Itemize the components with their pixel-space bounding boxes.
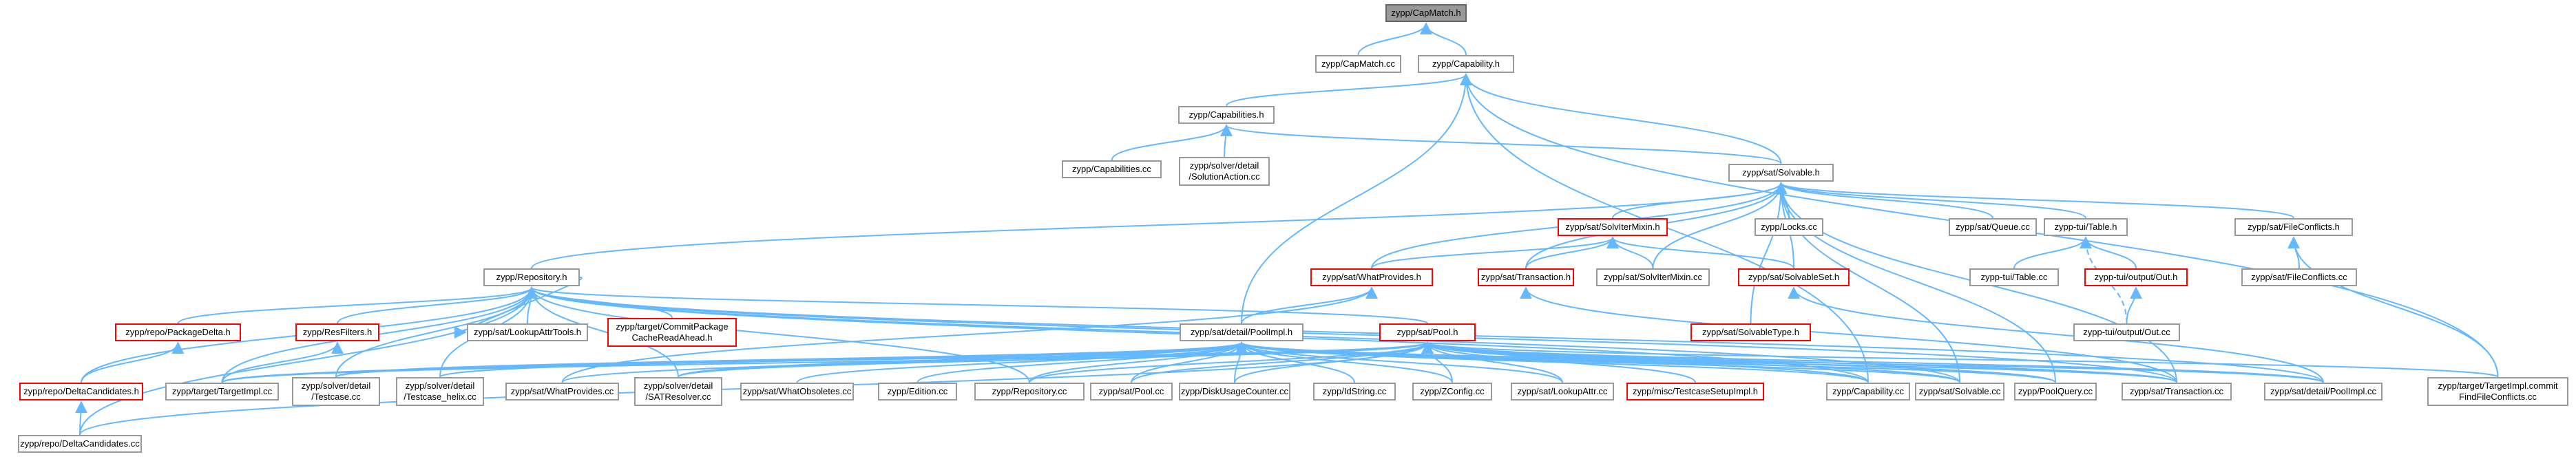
graph-node-zypp-capabilities-h[interactable]: zypp/Capabilities.h — [1178, 106, 1275, 124]
dependency-edge — [2287, 236, 2499, 378]
graph-node-zypp-locks-cc[interactable]: zypp/Locks.cc — [1755, 218, 1823, 236]
dependency-edge — [177, 286, 538, 324]
dependency-edge — [1371, 236, 1619, 269]
graph-node-zypp-sat-whatprovides-h[interactable]: zypp/sat/WhatProvides.h — [1310, 268, 1433, 286]
dependency-edge — [678, 341, 1434, 378]
dependency-edge — [1235, 341, 1453, 383]
graph-node-zypp-solver-detail-solutionaction-cc[interactable]: zypp/solver/detail /SolutionAction.cc — [1179, 157, 1270, 186]
dependency-edge — [1420, 22, 1467, 56]
graph-node-zypp-sat-lookupattr-cc[interactable]: zypp/sat/LookupAttr.cc — [1511, 383, 1614, 400]
dependency-edge — [1421, 341, 1869, 383]
graph-node-zypp-sat-solvitermixin-h[interactable]: zypp/sat/SolvIterMixin.h — [1558, 218, 1668, 236]
graph-node-zypp-capability-h[interactable]: zypp/Capability.h — [1418, 55, 1514, 73]
graph-node-zypp-sat-pool-cc[interactable]: zypp/sat/Pool.cc — [1090, 383, 1173, 400]
graph-node-zypp-sat-transaction-cc[interactable]: zypp/sat/Transaction.cc — [2122, 383, 2232, 400]
dependency-edge — [1111, 124, 1233, 161]
graph-node-zypp-sat-detail-poolimpl-cc[interactable]: zypp/sat/detail/PoolImpl.cc — [2264, 383, 2383, 400]
graph-node-zypp-tui-table-h[interactable]: zypp-tui/Table.h — [2044, 218, 2128, 236]
dependency-edge — [796, 341, 1248, 383]
graph-node-zypp-repo-deltacandidates-cc[interactable]: zypp/repo/DeltaCandidates.cc — [18, 435, 142, 453]
graph-node-zypp-sat-solvable-cc[interactable]: zypp/sat/Solvable.cc — [1915, 383, 2004, 400]
dependency-edge — [79, 286, 538, 436]
graph-node-zypp-solver-detail-satresolver-cc[interactable]: zypp/solver/detail /SATResolver.cc — [634, 377, 722, 406]
dependency-edges — [74, 22, 2499, 436]
dependency-edge — [1421, 341, 2324, 383]
dependency-edge — [1460, 73, 1782, 164]
graph-node-zypp-capabilities-cc[interactable]: zypp/Capabilities.cc — [1062, 160, 1162, 178]
graph-node-zypp-target-commitpackage-cachereadahead-h[interactable]: zypp/target/CommitPackage CacheReadAhead… — [607, 318, 737, 347]
dependency-edge — [1241, 73, 1472, 324]
dependency-edge — [335, 341, 1433, 378]
dependency-edge — [1226, 73, 1472, 107]
dependency-edge — [337, 286, 538, 324]
graph-node-zypp-target-targetimpl-cc[interactable]: zypp/target/TargetImpl.cc — [165, 383, 279, 400]
dependency-edge — [74, 400, 87, 436]
graph-node-zypp-idstring-cc[interactable]: zypp/IdString.cc — [1313, 383, 1396, 400]
graph-node-zypp-poolquery-cc[interactable]: zypp/PoolQuery.cc — [2014, 383, 2097, 400]
graph-node-zypp-sat-solvitermixin-cc[interactable]: zypp/sat/SolvIterMixin.cc — [1596, 268, 1710, 286]
graph-node-zypp-solver-detail-testcase-cc[interactable]: zypp/solver/detail /Testcase.cc — [292, 377, 380, 406]
dependency-edge — [1421, 341, 1696, 383]
dependency-edge — [1421, 341, 2056, 383]
dependency-edge — [1774, 182, 1993, 219]
dependency-edge — [81, 341, 185, 383]
graph-node-zypp-repo-deltacandidates-h[interactable]: zypp/repo/DeltaCandidates.h — [19, 383, 143, 400]
graph-node-zypp-sat-pool-h[interactable]: zypp/sat/Pool.h — [1379, 323, 1476, 341]
dependency-edge — [1235, 341, 1355, 383]
dependency-edge — [1357, 22, 1432, 56]
graph-node-zypp-sat-solvabletype-h[interactable]: zypp/sat/SolvableType.h — [1690, 323, 1811, 341]
dependency-edge — [525, 286, 2177, 383]
graph-node-zypp-edition-cc[interactable]: zypp/Edition.cc — [878, 383, 957, 400]
graph-node-zypp-capmatch-cc[interactable]: zypp/CapMatch.cc — [1315, 55, 1401, 73]
dependency-edge — [917, 341, 1248, 383]
graph-node-zypp-capmatch-h: zypp/CapMatch.h — [1385, 4, 1467, 22]
dependency-edge — [1606, 236, 1794, 269]
graph-node-zypp-solver-detail-testcase-helix-cc[interactable]: zypp/solver/detail /Testcase_helix.cc — [396, 377, 484, 406]
dependency-edge — [1774, 182, 2086, 219]
dependency-edge — [1652, 182, 1788, 269]
dependency-edge — [1029, 341, 1434, 383]
dependency-edge — [1750, 182, 1788, 324]
dependency-edge — [1029, 341, 1248, 383]
graph-node-zypp-tui-table-cc[interactable]: zypp-tui/Table.cc — [1969, 268, 2059, 286]
graph-node-zypp-sat-whatprovides-cc[interactable]: zypp/sat/WhatProvides.cc — [505, 383, 619, 400]
dependency-edge — [1422, 341, 2499, 378]
graph-node-zypp-zconfig-cc[interactable]: zypp/ZConfig.cc — [1412, 383, 1492, 400]
dependency-edge — [335, 286, 538, 378]
graph-node-zypp-repository-cc[interactable]: zypp/Repository.cc — [974, 383, 1085, 400]
graph-node-zypp-sat-solvableset-h[interactable]: zypp/sat/SolvableSet.h — [1738, 268, 1850, 286]
dependency-edge — [2013, 236, 2092, 269]
graph-node-zypp-sat-detail-poolimpl-h[interactable]: zypp/sat/detail/PoolImpl.h — [1180, 323, 1303, 341]
graph-node-zypp-tui-output-out-cc[interactable]: zypp-tui/output/Out.cc — [2073, 323, 2180, 341]
graph-node-zypp-diskusagecounter-cc[interactable]: zypp/DiskUsageCounter.cc — [1179, 383, 1290, 400]
graph-node-zypp-target-targetimpl-commit-findfileconflicts-cc[interactable]: zypp/target/TargetImpl.commit FindFileCo… — [2427, 377, 2568, 406]
graph-node-zypp-sat-queue-cc[interactable]: zypp/sat/Queue.cc — [1949, 218, 2037, 236]
dependency-edge — [1520, 286, 2177, 383]
graph-node-zypp-sat-fileconflicts-h[interactable]: zypp/sat/FileConflicts.h — [2234, 218, 2353, 236]
dependency-edge — [1131, 341, 1434, 383]
graph-node-zypp-sat-solvable-h[interactable]: zypp/sat/Solvable.h — [1728, 164, 1834, 182]
graph-node-zypp-resfilters-h[interactable]: zypp/ResFilters.h — [295, 323, 379, 341]
graph-node-zypp-sat-transaction-h[interactable]: zypp/sat/Transaction.h — [1478, 268, 1574, 286]
graph-node-zypp-tui-output-out-h[interactable]: zypp-tui/output/Out.h — [2084, 268, 2188, 286]
dependency-edge — [1774, 182, 2294, 219]
graph-node-zypp-sat-lookupattrtools-h[interactable]: zypp/sat/LookupAttrTools.h — [467, 323, 588, 341]
dependency-edge — [1241, 286, 1378, 324]
graph-node-zypp-capability-cc[interactable]: zypp/Capability.cc — [1826, 383, 1910, 400]
dependency-edge — [525, 286, 1428, 324]
dependency-edge — [1235, 341, 1563, 383]
dependency-edge — [531, 182, 1788, 269]
dependency-edge — [525, 286, 1030, 383]
dependency-edge — [1220, 124, 1782, 164]
dependency-edge — [221, 341, 344, 383]
dependency-edge — [1788, 286, 2324, 383]
dependency-edge — [2126, 286, 2142, 324]
graph-node-zypp-misc-testcasesetupimpl-h[interactable]: zypp/misc/TestcaseSetupImpl.h — [1626, 383, 1764, 400]
dependency-edge — [1219, 124, 1233, 158]
graph-node-zypp-sat-fileconflicts-cc[interactable]: zypp/sat/FileConflicts.cc — [2241, 268, 2357, 286]
graph-node-zypp-repo-packagedelta-h[interactable]: zypp/repo/PackageDelta.h — [115, 323, 241, 341]
graph-node-zypp-sat-whatobsoletes-cc[interactable]: zypp/sat/WhatObsoletes.cc — [740, 383, 854, 400]
graph-node-zypp-repository-h[interactable]: zypp/Repository.h — [483, 268, 580, 286]
